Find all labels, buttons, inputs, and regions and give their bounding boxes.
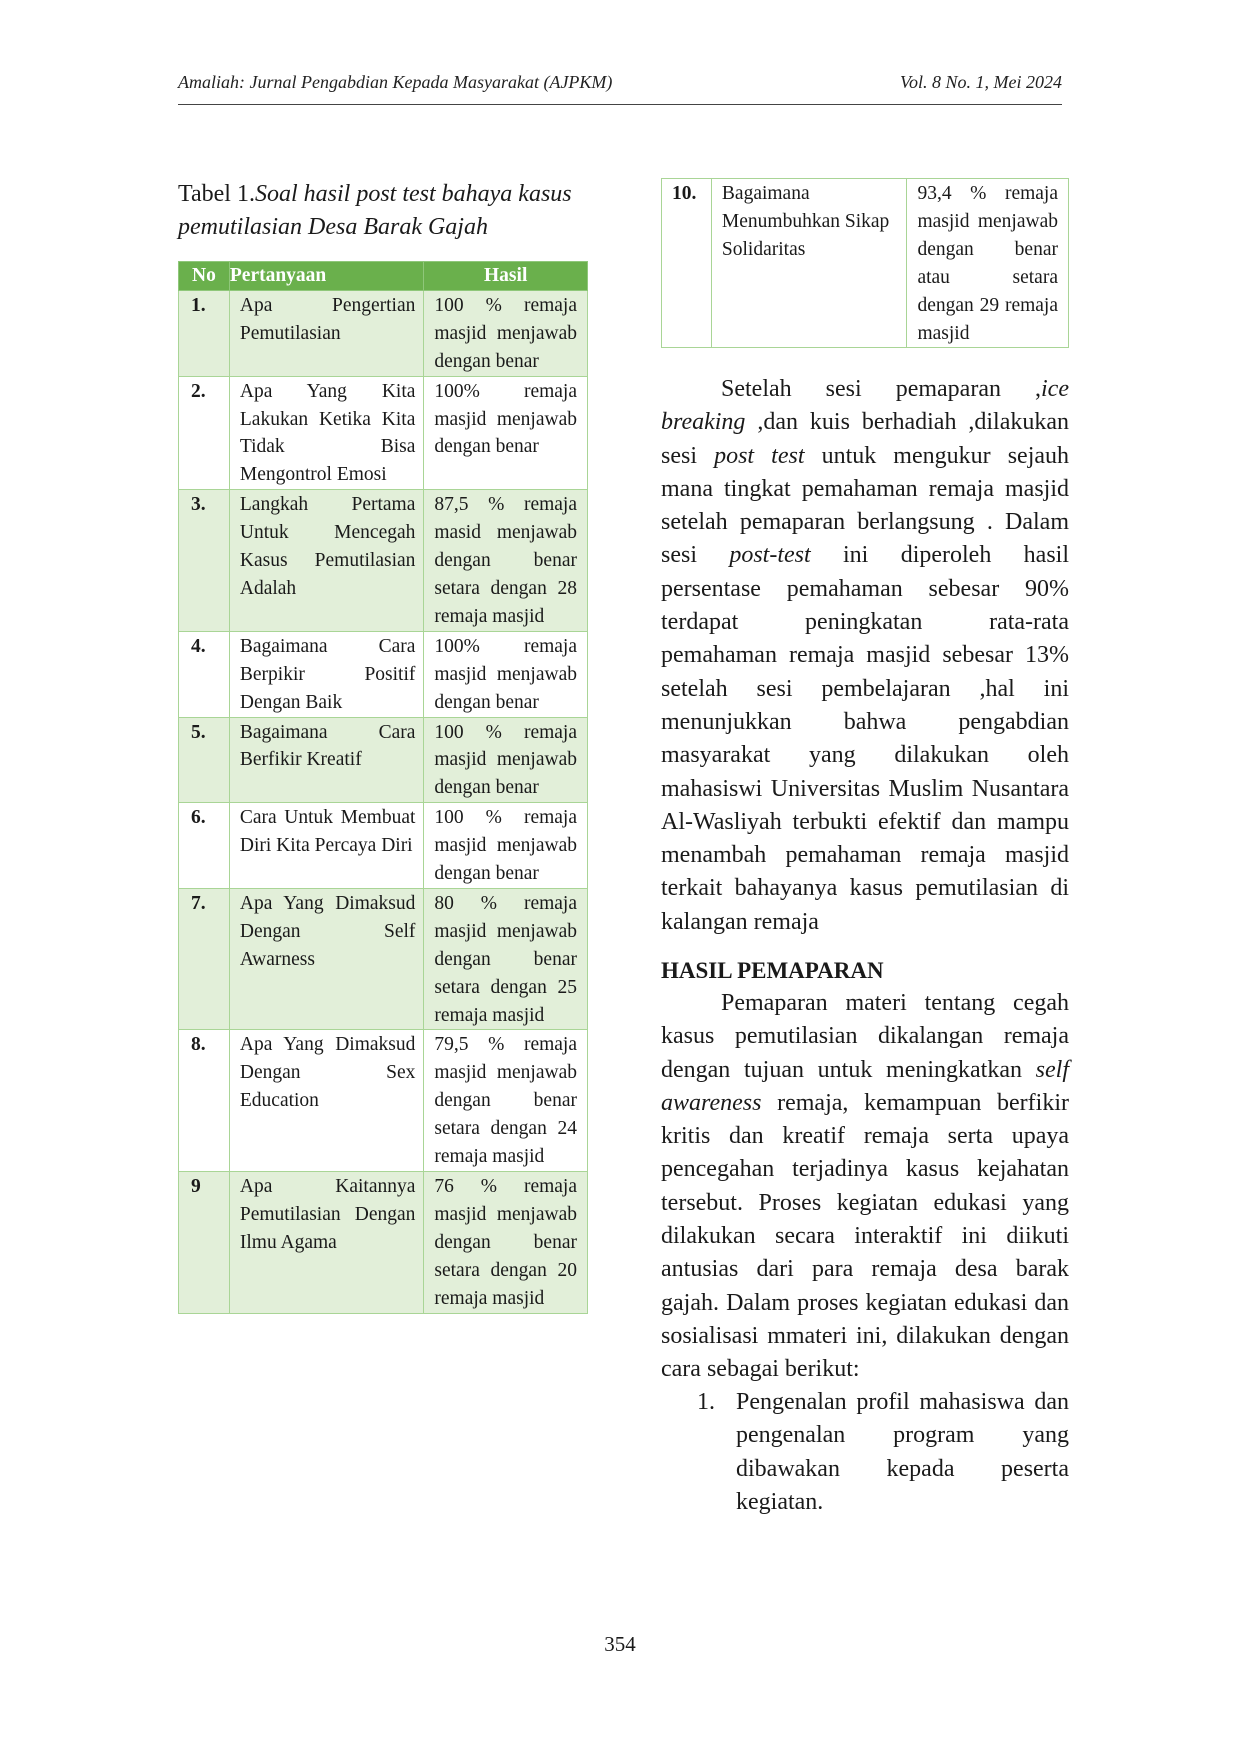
row-number: 5. <box>178 716 230 804</box>
row-question: Apa Yang Dimaksud Dengan Sex Education <box>228 1029 425 1172</box>
section-heading: HASIL PEMAPARAN <box>661 958 884 983</box>
list-item: 1. Pengenalan profil mahasiswa dan penge… <box>661 1386 1069 1519</box>
list-number: 1. <box>697 1389 715 1415</box>
row-result: 100 % remaja masjid menjawab dengan bena… <box>423 802 588 889</box>
row-question: Bagaimana Cara Berfikir Kreatif <box>228 716 425 804</box>
row-number: 10. <box>661 177 712 349</box>
row-question: Cara Untuk Membuat Diri Kita Percaya Dir… <box>228 802 425 889</box>
caption-title: Soal hasil post test bahaya kasus pemuti… <box>178 181 572 240</box>
table-row: 6. Cara Untuk Membuat Diri Kita Percaya … <box>178 802 588 889</box>
row-question: Apa Yang Dimaksud Dengan Self Awarness <box>228 887 425 1031</box>
table-row: 3. Langkah Pertama Untuk Mencegah Kasus … <box>178 489 588 632</box>
row-question: Apa Pengertian Pemutilasian <box>228 289 425 377</box>
table-row: 1. Apa Pengertian Pemutilasian 100 % rem… <box>178 289 588 377</box>
results-paragraph: Pemaparan materi tentang cegah kasus pem… <box>661 990 1069 1383</box>
list-text: Pengenalan profil mahasiswa dan pengenal… <box>736 1389 1069 1515</box>
row-result: 93,4 % remaja masjid menjawab dengan ben… <box>906 177 1069 349</box>
row-question: Apa Kaitannya Pemutilasian Dengan Ilmu A… <box>228 1171 425 1314</box>
row-result: 100 % remaja masjid menjawab dengan bena… <box>423 289 588 377</box>
journal-title: Amaliah: Jurnal Pengabdian Kepada Masyar… <box>178 72 613 92</box>
table-row: 4. Bagaimana Cara Berpikir Positif Denga… <box>178 630 588 718</box>
caption-prefix: Tabel 1. <box>178 181 255 207</box>
results-table-continued: 10. Bagaimana Menumbuhkan Sikap Solidari… <box>661 177 1069 349</box>
row-result: 100 % remaja masjid menjawab dengan bena… <box>423 716 588 804</box>
table-row: 10. Bagaimana Menumbuhkan Sikap Solidari… <box>661 177 1069 349</box>
row-number: 7. <box>178 887 230 1031</box>
table-row: 5. Bagaimana Cara Berfikir Kreatif 100 %… <box>178 716 588 804</box>
row-result: 80 % remaja masjid menjawab dengan benar… <box>423 887 588 1031</box>
header-no: No <box>178 261 230 291</box>
row-number: 3. <box>178 489 230 632</box>
row-result: 100% remaja masjid menjawab dengan benar <box>423 630 588 718</box>
row-result: 87,5 % remaja masid menjawab dengan bena… <box>423 489 588 632</box>
row-question: Bagaimana Menumbuhkan Sikap Solidaritas <box>710 177 908 349</box>
results-table: No Pertanyaan Hasil 1. Apa Pengertian Pe… <box>178 261 588 1314</box>
table-row: 7. Apa Yang Dimaksud Dengan Self Awarnes… <box>178 887 588 1031</box>
row-number: 2. <box>178 375 230 491</box>
table-caption: Tabel 1.Soal hasil post test bahaya kasu… <box>178 178 598 244</box>
header-question: Pertanyaan <box>228 261 425 291</box>
table-row: 2. Apa Yang Kita Lakukan Ketika Kita Tid… <box>178 375 588 491</box>
table-row: 9 Apa Kaitannya Pemutilasian Dengan Ilmu… <box>178 1171 588 1314</box>
row-number: 4. <box>178 630 230 718</box>
row-result: 79,5 % remaja masjid menjawab dengan ben… <box>423 1029 588 1172</box>
row-question: Apa Yang Kita Lakukan Ketika Kita Tidak … <box>228 375 425 491</box>
table-row: 8. Apa Yang Dimaksud Dengan Sex Educatio… <box>178 1029 588 1172</box>
row-result: 76 % remaja masjid menjawab dengan benar… <box>423 1171 588 1314</box>
row-number: 6. <box>178 802 230 889</box>
header-divider <box>178 104 1062 105</box>
post-test-paragraph: Setelah sesi pemaparan ,ice breaking ,da… <box>661 376 1070 935</box>
row-result: 100% remaja masjid menjawab dengan benar <box>423 375 588 491</box>
page-number: 354 <box>604 1632 636 1656</box>
running-header: Amaliah: Jurnal Pengabdian Kepada Masyar… <box>178 72 1062 93</box>
row-number: 9 <box>178 1171 230 1314</box>
volume-info: Vol. 8 No. 1, Mei 2024 <box>900 72 1062 92</box>
row-question: Bagaimana Cara Berpikir Positif Dengan B… <box>228 630 425 718</box>
table-header-row: No Pertanyaan Hasil <box>178 261 588 291</box>
row-number: 8. <box>178 1029 230 1172</box>
row-question: Langkah Pertama Untuk Mencegah Kasus Pem… <box>228 489 425 632</box>
row-number: 1. <box>178 289 230 377</box>
header-result: Hasil <box>423 261 588 291</box>
